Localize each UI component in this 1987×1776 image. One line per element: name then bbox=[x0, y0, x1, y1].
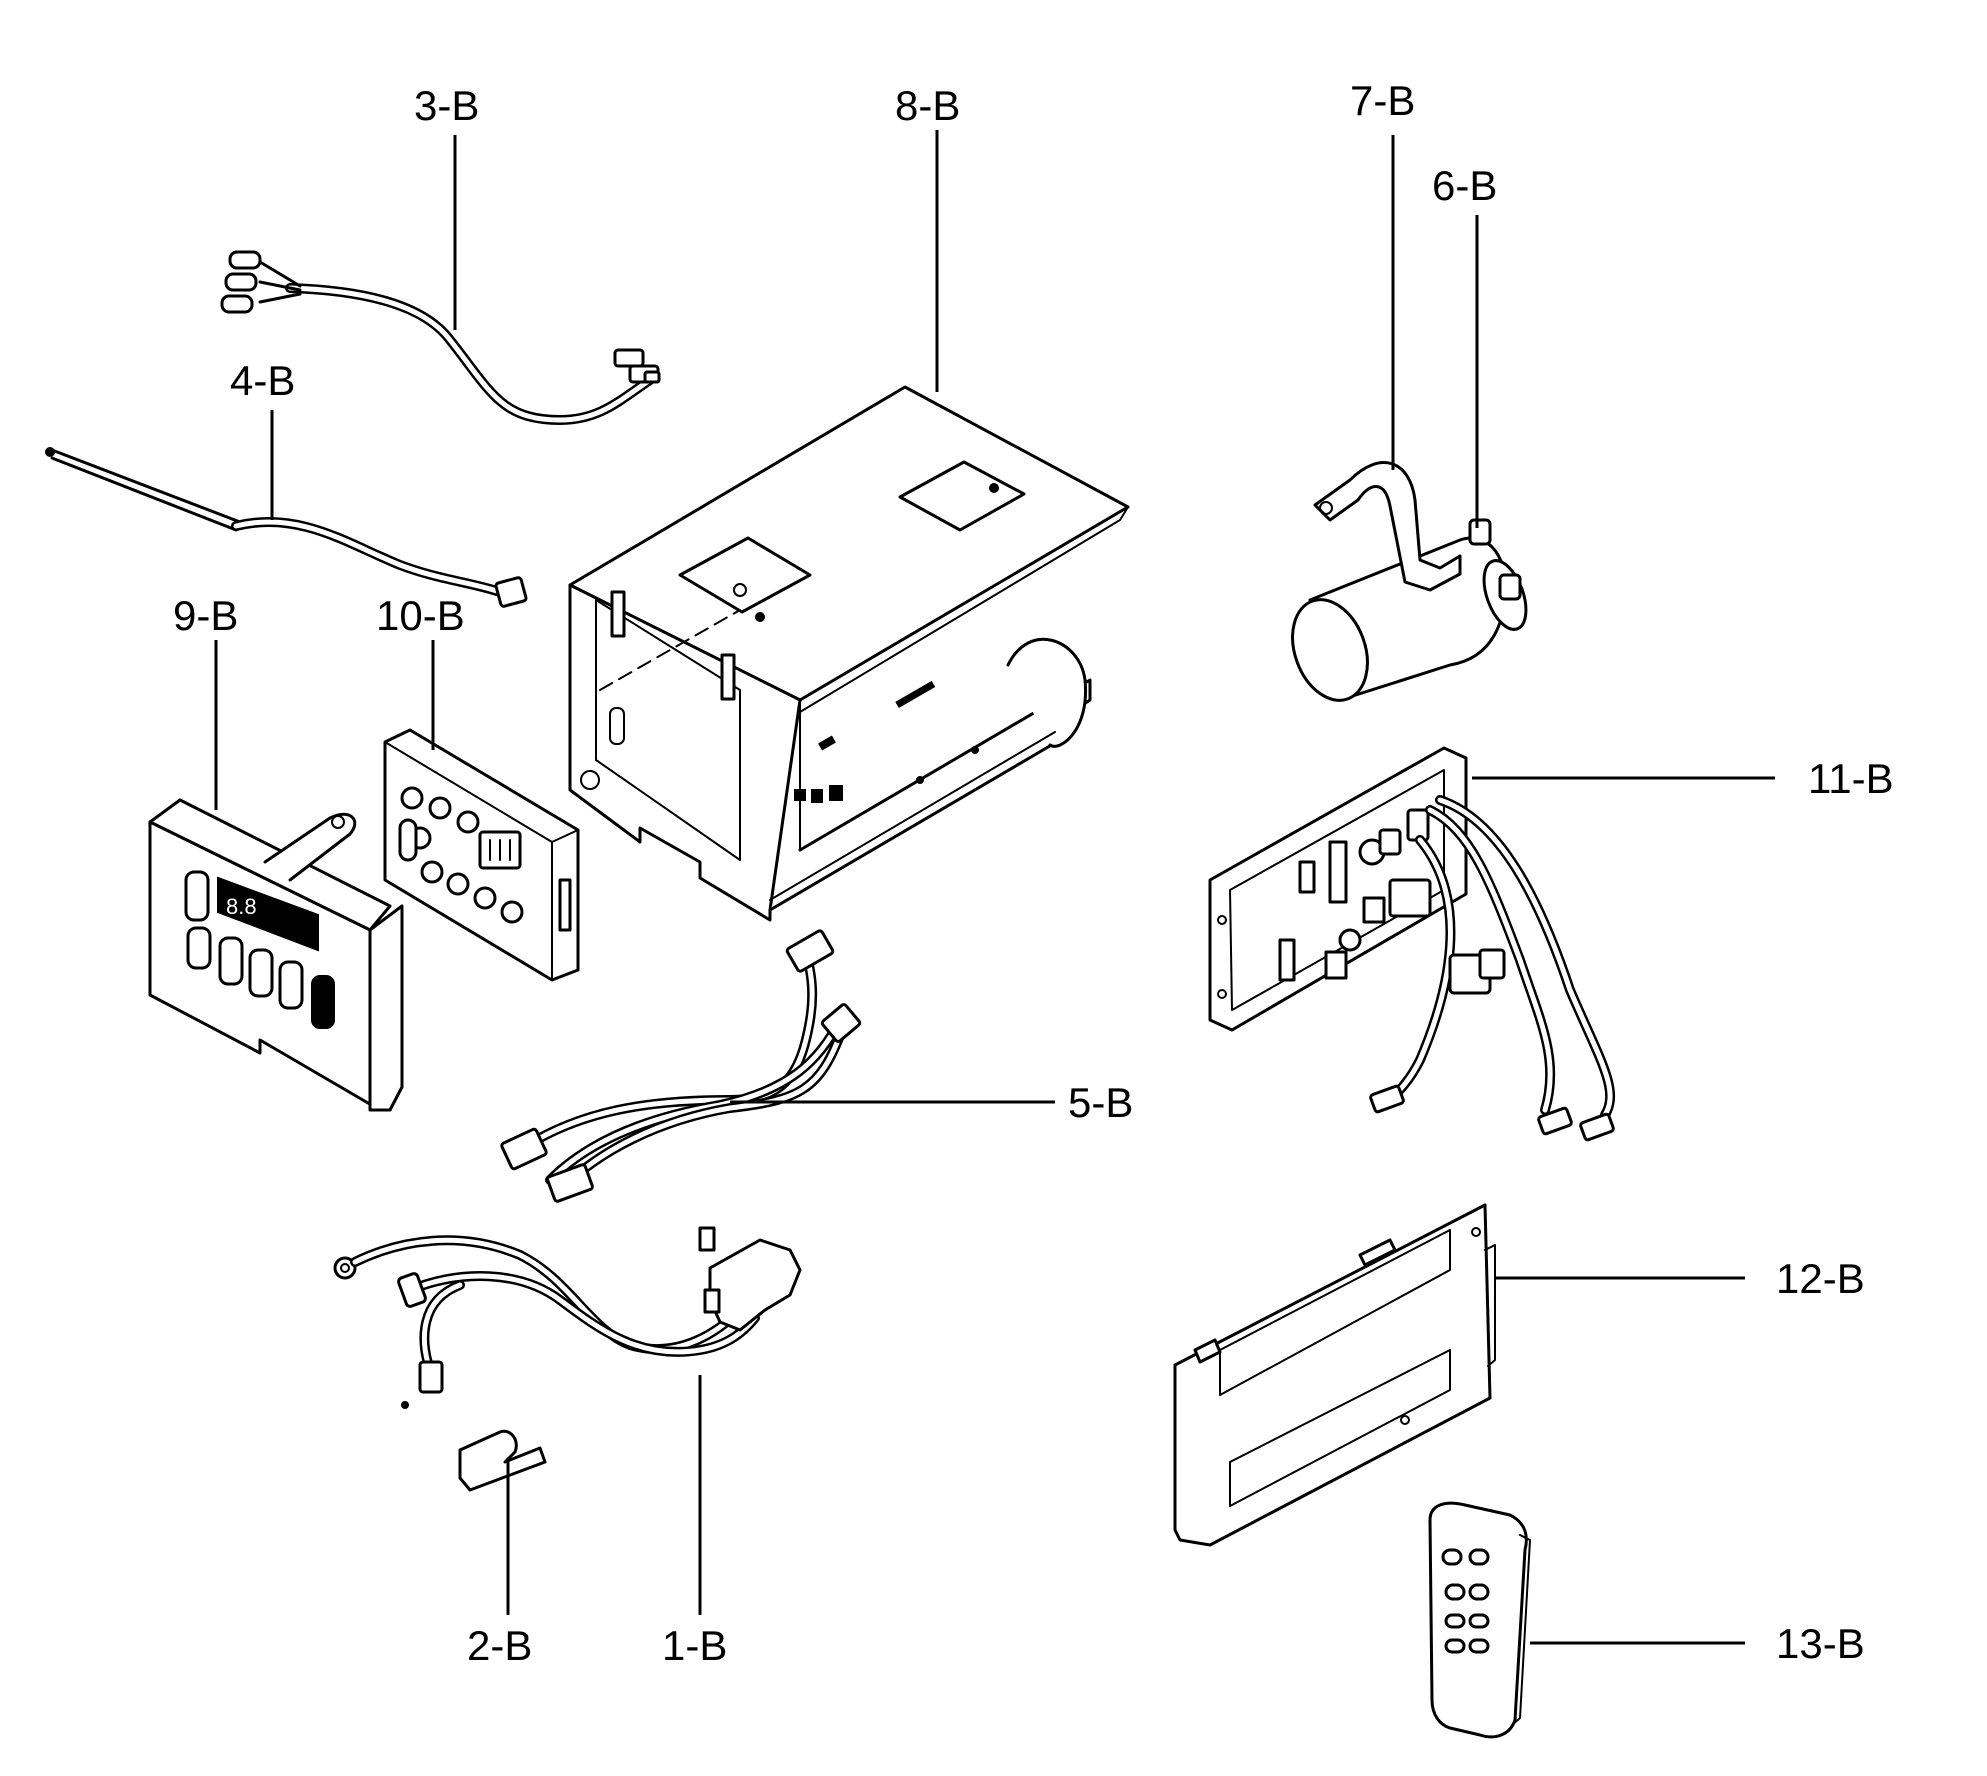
label-13b: 13-B bbox=[1776, 1620, 1865, 1667]
part-1b-power-cord bbox=[333, 1226, 802, 1394]
label-11b: 11-B bbox=[1808, 755, 1894, 802]
label-5b: 5-B bbox=[1068, 1079, 1133, 1126]
label-7b: 7-B bbox=[1350, 77, 1415, 124]
part-6b-capacitor bbox=[1291, 518, 1528, 702]
part-5b-connector-harness bbox=[500, 929, 862, 1203]
leader-lines bbox=[214, 130, 1775, 1645]
part-4b-sensor-wire bbox=[45, 447, 528, 608]
label-10b: 10-B bbox=[376, 592, 465, 639]
part-12b-cover-plate bbox=[1173, 1203, 1496, 1547]
part-10b-display-pcb bbox=[383, 728, 580, 982]
part-7b-capacitor-strap bbox=[1313, 461, 1462, 592]
label-12b: 12-B bbox=[1776, 1255, 1865, 1302]
label-4b: 4-B bbox=[230, 357, 295, 404]
label-8b: 8-B bbox=[895, 82, 960, 129]
part-13b-remote-control bbox=[1428, 1501, 1531, 1739]
part-labels: 3-B 8-B 7-B 6-B 4-B 9-B 10-B 11-B 5-B 12… bbox=[173, 77, 1894, 1669]
label-3b: 3-B bbox=[414, 82, 479, 129]
label-9b: 9-B bbox=[173, 592, 238, 639]
label-1b: 1-B bbox=[662, 1622, 727, 1669]
part-2b-cord-clamp bbox=[401, 1401, 547, 1492]
part-9b-display-panel: 8.8 bbox=[148, 798, 404, 1112]
part-8b-control-box bbox=[568, 385, 1130, 922]
label-6b: 6-B bbox=[1432, 162, 1497, 209]
part-3b-wire-harness bbox=[220, 250, 661, 426]
part-11b-main-pcb bbox=[1208, 746, 1616, 1142]
display-readout: 8.8 bbox=[226, 894, 257, 919]
label-2b: 2-B bbox=[467, 1622, 532, 1669]
